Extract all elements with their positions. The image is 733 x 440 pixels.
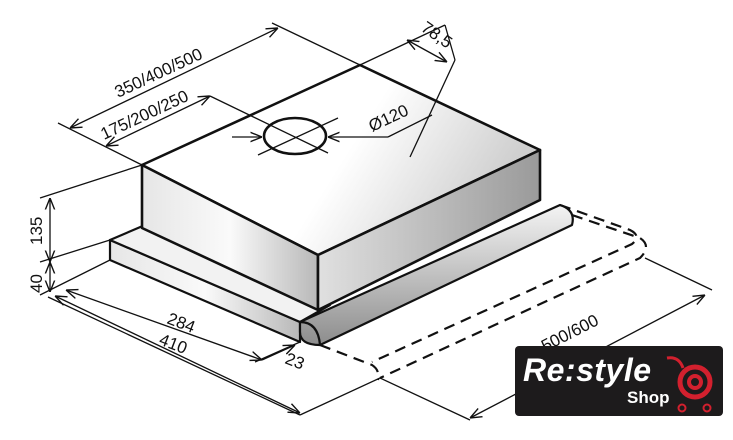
- extended-visor-dashed: [319, 203, 648, 381]
- restyle-shop-logo: Re:style Shop: [515, 346, 723, 416]
- dim-height-body: 135: [27, 217, 46, 245]
- logo-sub-text: Shop: [627, 388, 670, 407]
- dim-front-lip: 23: [283, 349, 307, 374]
- dimension-lines: [39, 22, 713, 421]
- dim-length-total: 350/400/500: [112, 44, 206, 101]
- logo-main-text: Re:style: [523, 352, 652, 388]
- dim-height-tray: 40: [27, 274, 46, 293]
- dim-outlet-offset: 78,5: [418, 18, 456, 53]
- hood-body: [140, 63, 542, 312]
- dim-length-outlet: 175/200/250: [98, 86, 192, 143]
- cart-at-icon: [666, 356, 713, 413]
